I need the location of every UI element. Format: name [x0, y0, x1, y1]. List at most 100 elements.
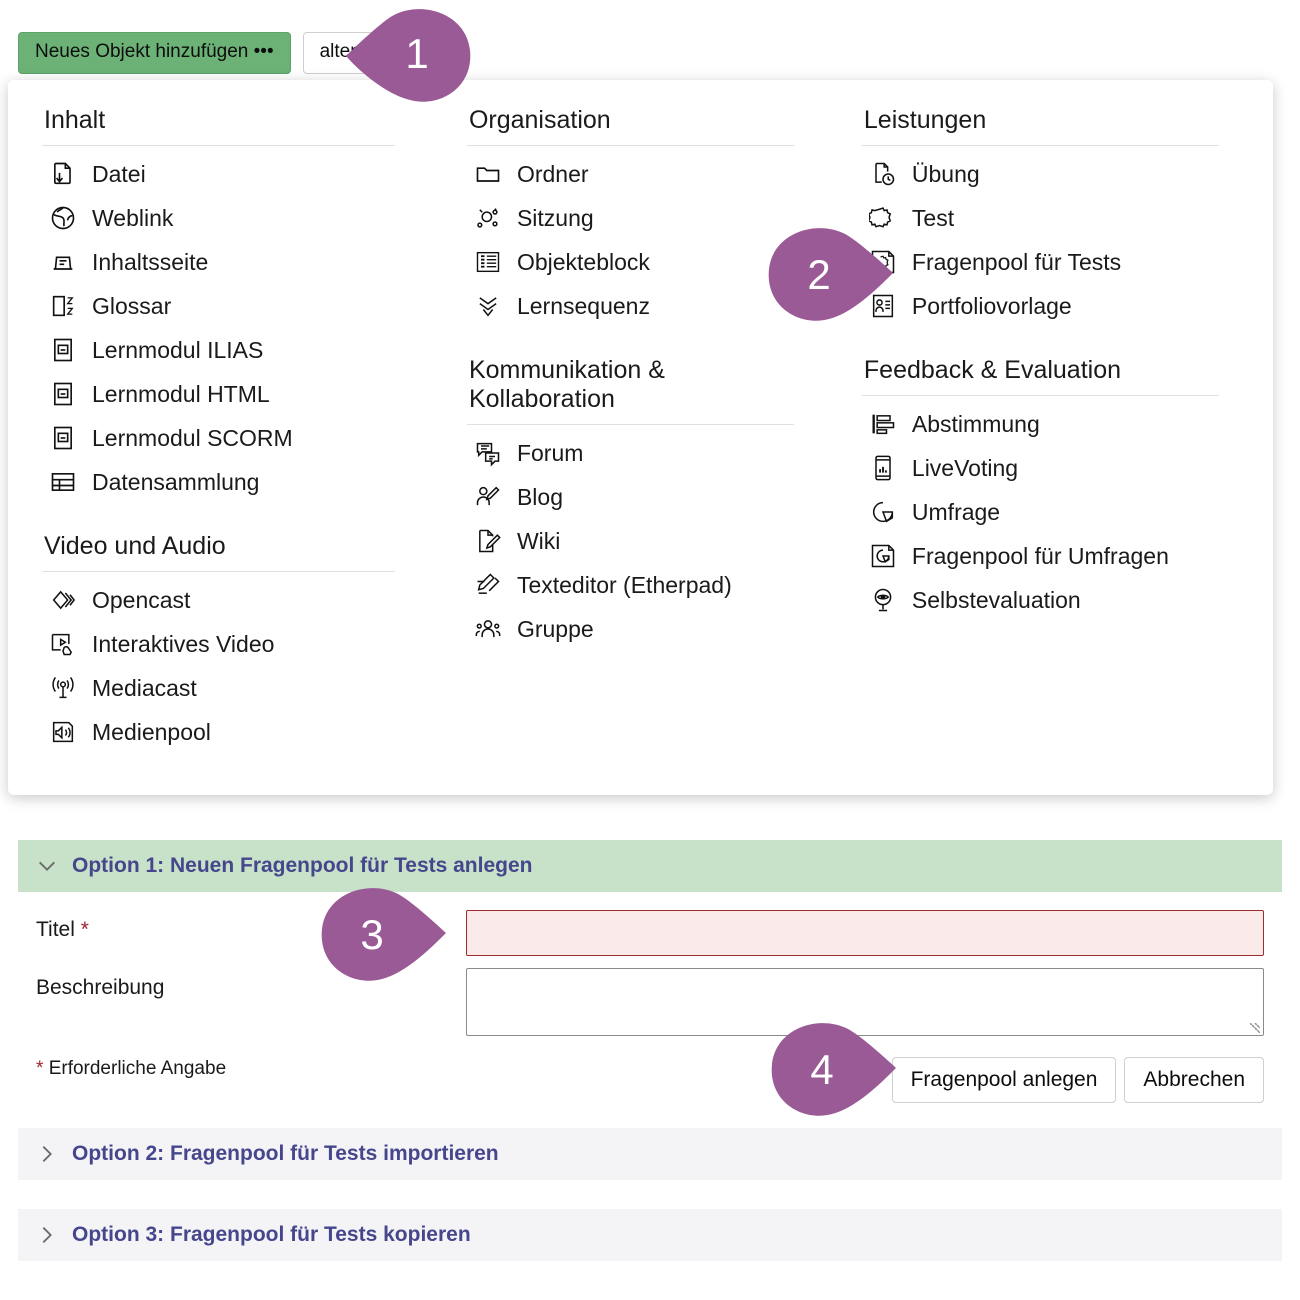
- menu-item-uebung[interactable]: Übung: [862, 152, 1219, 196]
- menu-item-medienpool[interactable]: Medienpool: [42, 710, 395, 754]
- menu-item-gruppe[interactable]: Gruppe: [467, 607, 794, 651]
- globe-icon: [48, 203, 78, 233]
- menu-item-livevoting[interactable]: LiveVoting: [862, 446, 1219, 490]
- file-download-icon: [48, 159, 78, 189]
- etherpad-icon: [473, 570, 503, 600]
- divider: [861, 145, 1219, 146]
- menu-item-ordner[interactable]: Ordner: [467, 152, 794, 196]
- divider: [861, 395, 1219, 396]
- menu-item-label: Umfrage: [911, 498, 1001, 525]
- menu-item-label: Texteditor (Etherpad): [516, 571, 732, 598]
- step-marker-number: 2: [807, 251, 831, 298]
- speaker-icon: [48, 717, 78, 747]
- required-note-asterisk: *: [36, 1058, 44, 1079]
- divider: [42, 145, 395, 146]
- form-actions: Fragenpool anlegen Abbrechen: [891, 1057, 1264, 1103]
- menu-item-interaktives-video[interactable]: Interaktives Video: [42, 622, 395, 666]
- step-marker-1: 1: [344, 4, 474, 104]
- field-row-beschreibung: Beschreibung: [36, 968, 1264, 1036]
- menu-item-label: Inhaltsseite: [92, 248, 209, 275]
- menu-item-label: Gruppe: [516, 615, 594, 642]
- group-heading-organisation: Organisation: [468, 106, 611, 134]
- menu-item-label: Sitzung: [516, 204, 594, 231]
- accordion-title: Option 3: Fragenpool für Tests kopieren: [72, 1223, 471, 1246]
- step-marker-3: 3: [318, 885, 448, 985]
- learning-module-icon: [48, 423, 78, 453]
- menu-item-texteditor-etherpad[interactable]: Texteditor (Etherpad): [467, 563, 794, 607]
- puzzle-icon: [868, 203, 898, 233]
- broadcast-icon: [48, 673, 78, 703]
- menu-item-selbstevaluation[interactable]: Selbstevaluation: [862, 578, 1219, 622]
- menu-item-objekteblock[interactable]: Objekteblock: [467, 240, 794, 284]
- menu-item-blog[interactable]: Blog: [467, 475, 794, 519]
- menu-item-test[interactable]: Test: [862, 196, 1219, 240]
- menu-item-inhaltsseite[interactable]: Inhaltsseite: [42, 240, 395, 284]
- content-page-icon: [48, 247, 78, 277]
- field-row-titel: Titel *: [36, 910, 1264, 956]
- menu-item-umfrage[interactable]: Umfrage: [862, 490, 1219, 534]
- required-asterisk: *: [80, 918, 89, 941]
- menu-item-sitzung[interactable]: Sitzung: [467, 196, 794, 240]
- group-heading-video-und-audio: Video und Audio: [44, 532, 226, 560]
- menu-item-fragenpool-fuer-tests[interactable]: Fragenpool für Tests: [862, 240, 1219, 284]
- menu-item-portfoliovorlage[interactable]: Portfoliovorlage: [862, 284, 1219, 328]
- menu-item-label: Datensammlung: [92, 468, 260, 495]
- self-evaluation-eye-icon: [868, 585, 898, 615]
- learning-module-icon: [48, 335, 78, 365]
- menu-item-label: Weblink: [92, 204, 174, 231]
- menu-item-label: Lernmodul SCORM: [92, 424, 293, 451]
- accordion-header-option-2[interactable]: Option 2: Fragenpool für Tests importier…: [18, 1128, 1282, 1180]
- accordion-header-option-3[interactable]: Option 3: Fragenpool für Tests kopieren: [18, 1209, 1282, 1261]
- table-icon: [48, 467, 78, 497]
- menu-item-opencast[interactable]: Opencast: [42, 578, 395, 622]
- menu-item-label: Übung: [911, 160, 980, 187]
- accordion-header-option-1[interactable]: Option 1: Neuen Fragenpool für Tests anl…: [18, 840, 1282, 892]
- menu-item-abstimmung[interactable]: Abstimmung: [862, 402, 1219, 446]
- required-note: * Erforderliche Angabe: [36, 1058, 1264, 1080]
- menu-item-datei[interactable]: Datei: [42, 152, 395, 196]
- menu-item-fragenpool-fuer-umfragen[interactable]: Fragenpool für Umfragen: [862, 534, 1219, 578]
- opencast-diamond-icon: [48, 585, 78, 615]
- dropdown-column-leistungen: Leistungen Übung Test Fragenpool für Tes…: [840, 106, 1239, 795]
- menu-item-label: Fragenpool für Tests: [911, 248, 1122, 275]
- menu-item-label: Interaktives Video: [92, 630, 275, 657]
- accordion-option-2: Option 2: Fragenpool für Tests importier…: [18, 1128, 1282, 1180]
- step-marker-number: 1: [405, 30, 429, 77]
- group-heading-feedback-evaluation: Feedback & Evaluation: [863, 356, 1122, 384]
- dropdown-column-organisation: Organisation Ordner Sitzung Objekteblock…: [441, 106, 840, 795]
- menu-item-lernmodul-scorm[interactable]: Lernmodul SCORM: [42, 416, 395, 460]
- menu-item-label: Test: [911, 204, 955, 231]
- menu-item-label: Selbstevaluation: [911, 586, 1081, 613]
- accordion-option-1: Option 1: Neuen Fragenpool für Tests anl…: [18, 840, 1282, 1117]
- cancel-button[interactable]: Abbrechen: [1124, 1057, 1264, 1103]
- dropdown-column-content: Inhalt Datei Weblink Inhaltsseite Glossa…: [42, 106, 441, 795]
- portfolio-template-icon: [868, 291, 898, 321]
- menu-item-label: Ordner: [516, 160, 589, 187]
- menu-item-lernsequenz[interactable]: Lernsequenz: [467, 284, 794, 328]
- accordion-title: Option 2: Fragenpool für Tests importier…: [72, 1142, 499, 1165]
- step-marker-2: 2: [765, 225, 895, 325]
- menu-item-lernmodul-ilias[interactable]: Lernmodul ILIAS: [42, 328, 395, 372]
- create-question-pool-button[interactable]: Fragenpool anlegen: [891, 1057, 1117, 1103]
- menu-item-label: Lernmodul HTML: [92, 380, 270, 407]
- menu-item-label: Wiki: [516, 527, 561, 554]
- beschreibung-textarea[interactable]: [466, 968, 1264, 1036]
- menu-item-glossar[interactable]: Glossar: [42, 284, 395, 328]
- option-1-form: Titel * Beschreibung * Erforderliche Ang…: [18, 892, 1282, 1117]
- step-marker-number: 3: [360, 911, 384, 958]
- add-new-object-button[interactable]: Neues Objekt hinzufügen •••: [18, 32, 291, 74]
- session-nodes-icon: [473, 203, 503, 233]
- divider: [42, 571, 395, 572]
- menu-item-label: Medienpool: [92, 718, 211, 745]
- step-marker-4: 4: [768, 1020, 898, 1120]
- menu-item-mediacast[interactable]: Mediacast: [42, 666, 395, 710]
- titel-input[interactable]: [466, 910, 1264, 956]
- menu-item-label: Mediacast: [92, 674, 197, 701]
- menu-item-label: Opencast: [92, 586, 191, 613]
- menu-item-weblink[interactable]: Weblink: [42, 196, 395, 240]
- menu-item-wiki[interactable]: Wiki: [467, 519, 794, 563]
- titel-label-text: Titel: [36, 918, 75, 941]
- menu-item-lernmodul-html[interactable]: Lernmodul HTML: [42, 372, 395, 416]
- menu-item-datensammlung[interactable]: Datensammlung: [42, 460, 395, 504]
- menu-item-forum[interactable]: Forum: [467, 431, 794, 475]
